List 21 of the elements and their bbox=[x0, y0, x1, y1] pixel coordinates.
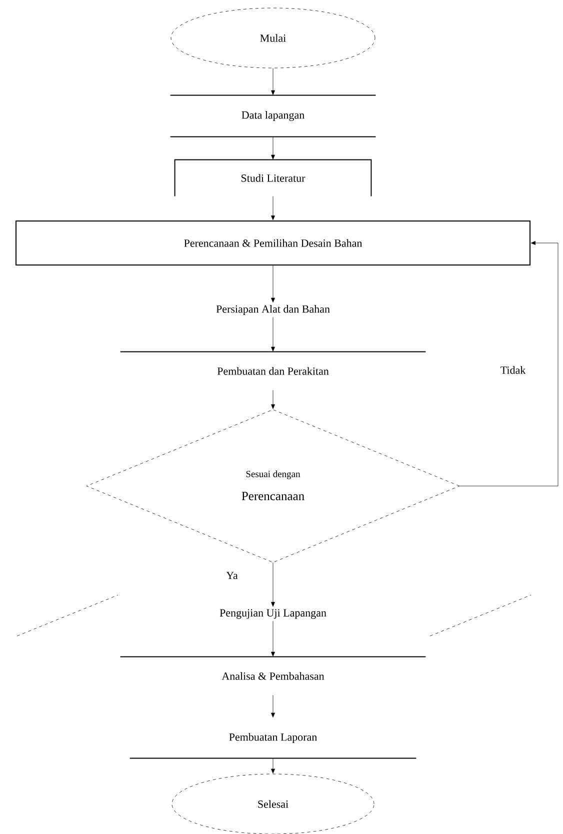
data-box: Data lapangan bbox=[170, 94, 376, 138]
arrow bbox=[271, 562, 275, 607]
arrow bbox=[271, 758, 275, 774]
process-text: Persiapan Alat dan Bahan bbox=[216, 305, 330, 315]
arrow bbox=[271, 390, 275, 409]
process-box: Analisa & Pembahasan bbox=[120, 656, 426, 680]
edge-label: Tidak bbox=[499, 365, 527, 375]
edge-label: Ya bbox=[225, 570, 239, 580]
arrow bbox=[271, 265, 275, 302]
process-text: Pengujian Uji Lapangan bbox=[220, 609, 326, 619]
arrow bbox=[271, 317, 275, 352]
process-box: Pembuatan dan Perakitan bbox=[120, 351, 426, 375]
process-box: Pembuatan Laporan bbox=[129, 733, 417, 759]
process-box: Studi Literatur bbox=[174, 159, 372, 197]
arrow bbox=[271, 196, 275, 220]
arrow bbox=[271, 136, 275, 160]
process-box: Perencanaan & Pemilihan Desain Bahan bbox=[16, 220, 530, 266]
arrow bbox=[271, 620, 275, 656]
arrow bbox=[271, 695, 275, 718]
arrow bbox=[460, 241, 558, 486]
arrow bbox=[271, 68, 275, 95]
